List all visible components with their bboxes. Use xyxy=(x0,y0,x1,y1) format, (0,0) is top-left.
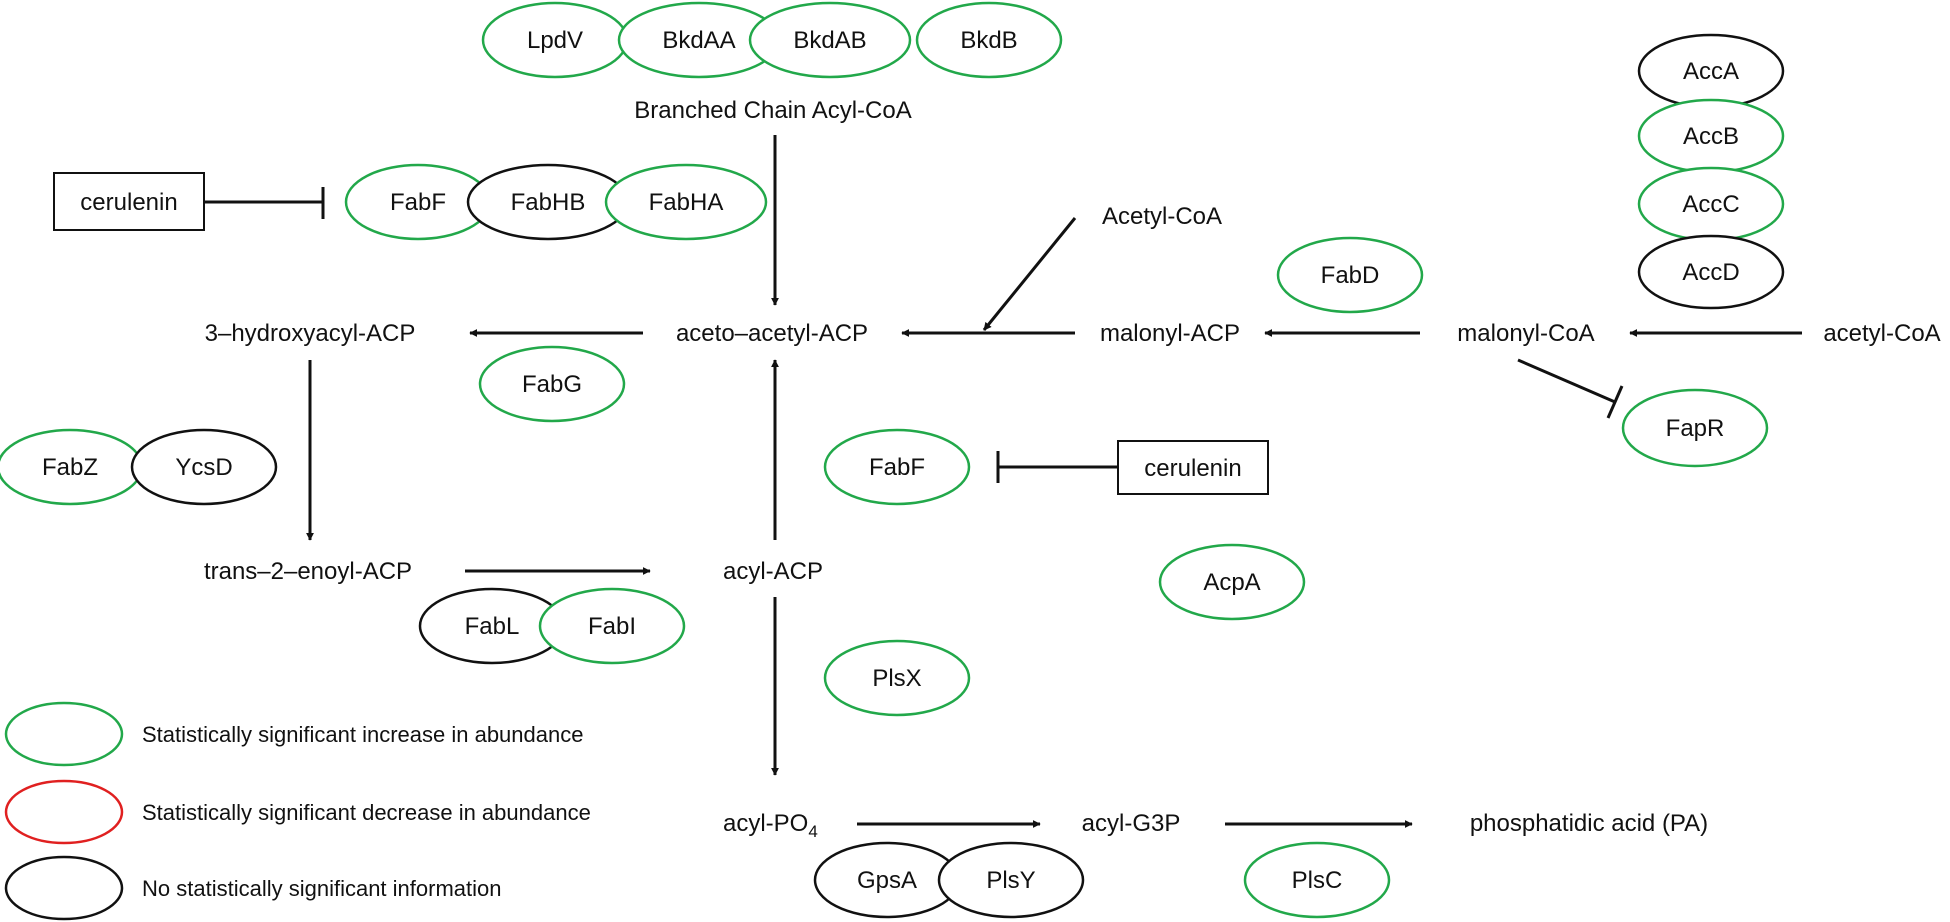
enzyme-nodes: LpdV BkdAA BkdAB BkdB FabF FabHB FabHA AccA AccB… xyxy=(0,1,1785,919)
enzyme-label: AccB xyxy=(1683,123,1739,150)
compound-malonyl-acp: malonyl-ACP xyxy=(1100,320,1240,347)
enzyme-accc: AccC xyxy=(1637,166,1785,242)
enzyme-label: PlsY xyxy=(986,867,1035,894)
enzyme-label: PlsX xyxy=(872,665,921,692)
enzyme-ellipse xyxy=(937,841,1085,919)
enzyme-ellipse xyxy=(130,428,278,506)
enzyme-fabhb: FabHB xyxy=(466,163,630,241)
enzyme-label: AcpA xyxy=(1203,569,1260,596)
enzyme-fabl: FabL xyxy=(418,587,566,665)
compound-acyl-po4-subscript: 4 xyxy=(808,822,817,841)
enzyme-fabi: FabI xyxy=(538,587,686,665)
compound-labels: Branched Chain Acyl-CoA Acetyl-CoA 3–hyd… xyxy=(204,97,1941,841)
compound-branched-chain-acyl-coa: Branched Chain Acyl-CoA xyxy=(634,97,911,124)
compound-aceto-acetyl-acp: aceto–acetyl-ACP xyxy=(676,320,868,347)
enzyme-fabf-top: FabF xyxy=(344,163,492,241)
enzyme-label: FabHB xyxy=(511,189,586,216)
enzyme-ycsd: YcsD xyxy=(130,428,278,506)
enzyme-accb: AccB xyxy=(1637,98,1785,174)
enzyme-ellipse xyxy=(1158,543,1306,621)
enzyme-label: FabF xyxy=(869,454,925,481)
enzyme-label: GpsA xyxy=(857,867,917,894)
cerulenin-box-mid: cerulenin xyxy=(1117,440,1269,495)
cerulenin-label: cerulenin xyxy=(1144,455,1241,482)
cerulenin-box-top: cerulenin xyxy=(53,172,205,231)
enzyme-ellipse xyxy=(478,345,626,423)
enzyme-label: LpdV xyxy=(527,27,583,54)
enzyme-label: FabD xyxy=(1321,262,1380,289)
enzyme-fapr: FapR xyxy=(1621,388,1769,468)
enzyme-label: AccC xyxy=(1682,191,1739,218)
enzyme-label: FabZ xyxy=(42,454,98,481)
enzyme-ellipse xyxy=(1621,388,1769,468)
enzyme-plsy: PlsY xyxy=(937,841,1085,919)
enzyme-bkdab: BkdAB xyxy=(748,1,912,79)
enzyme-acpa: AcpA xyxy=(1158,543,1306,621)
inhibition-malonylcoa-fapr xyxy=(1517,358,1616,404)
cerulenin-box-border xyxy=(1117,440,1269,495)
compound-acyl-po4: acyl-PO4 xyxy=(723,810,818,841)
enzyme-label: BkdAB xyxy=(793,27,866,54)
inhibition-bar-fapr xyxy=(1606,385,1624,419)
enzyme-ellipse xyxy=(823,639,971,717)
enzyme-label: BkdB xyxy=(960,27,1017,54)
legend-label-decrease: Statistically significant decrease in ab… xyxy=(142,800,591,825)
compound-phosphatidic-acid: phosphatidic acid (PA) xyxy=(1470,810,1708,837)
enzyme-label: FabL xyxy=(465,613,520,640)
compound-trans-2-enoyl-acp: trans–2–enoyl-ACP xyxy=(204,558,412,585)
enzyme-fabha: FabHA xyxy=(604,163,768,241)
enzyme-label: PlsC xyxy=(1292,867,1343,894)
enzyme-label: FabG xyxy=(522,371,582,398)
enzyme-ellipse xyxy=(1276,236,1424,314)
legend-label-increase: Statistically significant increase in ab… xyxy=(142,722,583,747)
legend: Statistically significant increase in ab… xyxy=(4,701,591,921)
reaction-arrows xyxy=(306,135,1802,828)
enzyme-label: AccD xyxy=(1682,259,1739,286)
enzyme-label: FabHA xyxy=(649,189,724,216)
enzyme-label: BkdAA xyxy=(662,27,735,54)
enzyme-acca: AccA xyxy=(1637,33,1785,109)
compound-3-hydroxyacyl-acp: 3–hydroxyacyl-ACP xyxy=(205,320,416,347)
enzyme-fabd: FabD xyxy=(1276,236,1424,314)
compound-acyl-po4-main: acyl-PO xyxy=(723,810,808,837)
compound-malonyl-coa: malonyl-CoA xyxy=(1457,320,1594,347)
compound-acyl-g3p: acyl-G3P xyxy=(1082,810,1181,837)
compound-acetyl-coa-upper: Acetyl-CoA xyxy=(1102,203,1222,230)
enzyme-gpsa: GpsA xyxy=(813,841,961,919)
compound-acyl-acp: acyl-ACP xyxy=(723,558,823,585)
enzyme-label: FabF xyxy=(390,189,446,216)
enzyme-ellipse xyxy=(604,163,768,241)
enzyme-fabg: FabG xyxy=(478,345,626,423)
enzyme-ellipse xyxy=(915,1,1063,79)
enzyme-ellipse xyxy=(1637,234,1785,310)
enzyme-accd: AccD xyxy=(1637,234,1785,310)
enzyme-bkdb: BkdB xyxy=(915,1,1063,79)
enzyme-label: FapR xyxy=(1666,415,1725,442)
compound-acetyl-coa-lower: acetyl-CoA xyxy=(1823,320,1940,347)
enzyme-lpdv: LpdV xyxy=(481,1,629,79)
enzyme-ellipse xyxy=(823,428,971,506)
enzyme-ellipse xyxy=(1243,841,1391,919)
enzyme-fabf-mid: FabF xyxy=(823,428,971,506)
cerulenin-box-border xyxy=(53,172,205,231)
enzyme-plsx: PlsX xyxy=(823,639,971,717)
cerulenin-label: cerulenin xyxy=(80,189,177,216)
enzyme-fabz: FabZ xyxy=(0,428,144,506)
inhibition-lines xyxy=(204,187,1624,483)
legend-swatch-no-info xyxy=(4,855,124,921)
enzyme-plsc: PlsC xyxy=(1243,841,1391,919)
enzyme-ellipse xyxy=(748,1,912,79)
enzyme-label: AccA xyxy=(1683,58,1739,85)
legend-swatch-decrease xyxy=(4,779,124,845)
legend-swatch-increase xyxy=(4,701,124,767)
enzyme-ellipse xyxy=(538,587,686,665)
arrow-acetylcoa-to-acetoacetyl xyxy=(982,217,1077,331)
enzyme-label: YcsD xyxy=(175,454,232,481)
enzyme-label: FabI xyxy=(588,613,636,640)
legend-label-no-info: No statistically significant information xyxy=(142,876,501,901)
